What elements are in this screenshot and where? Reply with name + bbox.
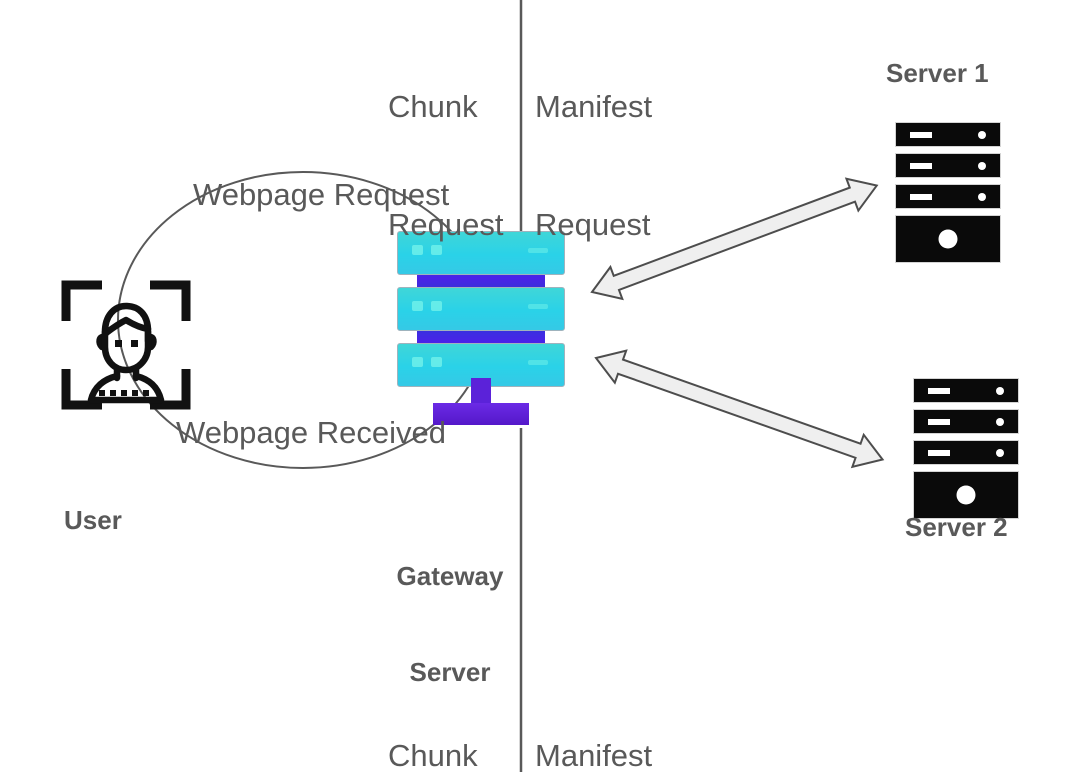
arrow-gateway-server2 bbox=[594, 349, 885, 469]
label-top-right-line2: Request bbox=[535, 206, 651, 242]
arrow-gateway-server1 bbox=[590, 177, 879, 301]
label-webpage-received: Webpage Received bbox=[176, 415, 446, 450]
label-top-left-line1: Chunk bbox=[388, 88, 478, 124]
label-gateway-line1: Gateway bbox=[396, 561, 504, 592]
user-portrait-frame-icon bbox=[60, 279, 192, 411]
label-server-2: Server 2 bbox=[905, 512, 1008, 542]
server-rack-cyan-icon bbox=[397, 231, 565, 425]
label-gateway-line2: Server bbox=[409, 656, 491, 687]
label-server-1: Server 1 bbox=[886, 58, 989, 88]
label-bottom-right-line1: Manifest bbox=[535, 737, 653, 772]
label-webpage-request: Webpage Request bbox=[193, 177, 450, 212]
label-top-left-line2: Request bbox=[388, 206, 504, 242]
label-top-right-manifest-request: Manifest Request bbox=[535, 8, 695, 323]
server-rack-black-icon-1 bbox=[895, 122, 1001, 263]
label-gateway-server: Gateway Server bbox=[370, 498, 530, 752]
label-bottom-left-chunk-request: Chunk Request bbox=[388, 657, 508, 772]
label-top-left-chunk-request: Chunk Request bbox=[388, 8, 508, 323]
label-bottom-right-manifest-request: Manifest Request bbox=[535, 657, 695, 772]
server-rack-black-icon-2 bbox=[913, 378, 1019, 519]
label-top-right-line1: Manifest bbox=[535, 88, 653, 124]
label-bottom-left-line1: Chunk bbox=[388, 737, 478, 772]
label-user: User bbox=[64, 505, 122, 535]
